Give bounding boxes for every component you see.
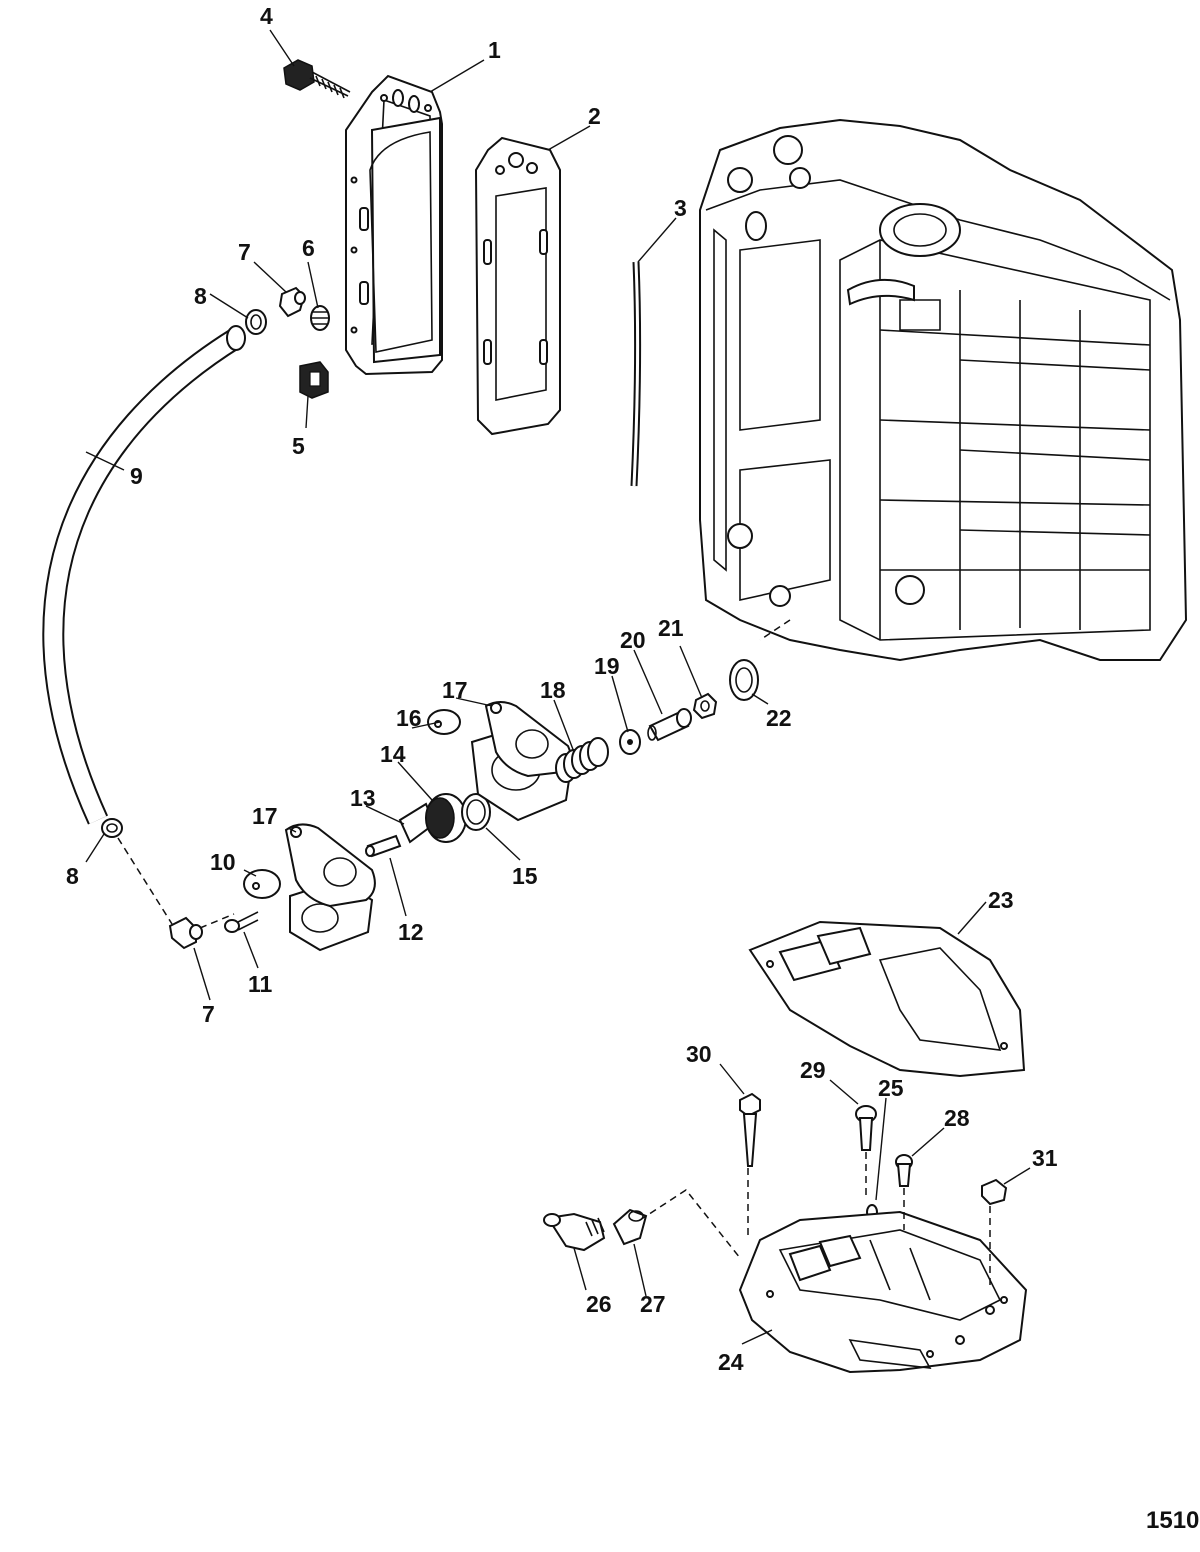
- callout-11: 11: [248, 971, 273, 997]
- part-29-bolt: [855, 1105, 877, 1151]
- callout-29: 29: [800, 1057, 826, 1083]
- callout-1: 1: [488, 37, 501, 63]
- callout-2: 2: [588, 103, 601, 129]
- part-8-clamp-lower: [101, 818, 123, 838]
- callout-24: 24: [718, 1349, 744, 1375]
- part-11-screw: [224, 911, 259, 933]
- callout-labels: 1 2 3 4 5 6 7 8 9 10 11 12 13 14 15 16 1…: [66, 3, 1058, 1375]
- callout-23: 23: [988, 887, 1014, 913]
- part-14-diaphragm: [425, 793, 467, 843]
- part-4-bolt: [283, 59, 351, 99]
- callout-20: 20: [620, 627, 646, 653]
- engine-block: [699, 118, 1188, 662]
- part-8-clamp-upper: [245, 309, 267, 335]
- leader-lines: [85, 29, 1031, 1345]
- part-9-hose: [42, 325, 246, 825]
- callout-31: 31: [1032, 1145, 1058, 1171]
- part-17-gasket-lower: [284, 823, 376, 908]
- callout-28: 28: [944, 1105, 970, 1131]
- part-12-pin: [365, 834, 402, 858]
- callout-14: 14: [380, 741, 406, 767]
- part-24-adapter-plate: [738, 1210, 1028, 1374]
- callout-5: 5: [292, 433, 305, 459]
- callout-6: 6: [302, 235, 315, 261]
- assembly-lines: [117, 619, 991, 1290]
- part-6-fitting: [310, 305, 330, 331]
- part-19-washer: [619, 729, 641, 755]
- callout-9: 9: [130, 463, 143, 489]
- part-30-bolt: [739, 1092, 761, 1167]
- part-15-washer: [461, 793, 491, 831]
- callout-16: 16: [396, 705, 422, 731]
- part-2-gasket: [474, 136, 561, 436]
- callout-17-lower: 17: [252, 803, 278, 829]
- part-10-cover: [243, 869, 281, 899]
- part-20-valve: [647, 708, 692, 742]
- callout-13: 13: [350, 785, 376, 811]
- part-21-nut: [692, 692, 718, 720]
- callout-26: 26: [586, 1291, 612, 1317]
- part-26-elbow: [543, 1212, 606, 1252]
- part-1-cover-plate: [345, 74, 443, 376]
- callout-7-upper: 7: [238, 239, 251, 265]
- part-23-gasket: [748, 920, 1026, 1078]
- figure-number: 1510: [1146, 1507, 1199, 1534]
- callout-8-lower: 8: [66, 863, 79, 889]
- callout-21: 21: [658, 615, 684, 641]
- callout-30: 30: [686, 1041, 712, 1067]
- part-7-elbow-upper: [278, 286, 306, 318]
- part-7-elbow-lower: [168, 916, 203, 950]
- callout-7-lower: 7: [202, 1001, 215, 1027]
- part-27-fitting: [612, 1208, 648, 1246]
- part-3-tube: [630, 261, 642, 487]
- callout-25: 25: [878, 1075, 904, 1101]
- callout-4: 4: [260, 3, 273, 29]
- callout-27: 27: [640, 1291, 666, 1317]
- callout-12: 12: [398, 919, 424, 945]
- callout-3: 3: [674, 195, 687, 221]
- part-31-nut: [981, 1178, 1008, 1206]
- callout-19: 19: [594, 653, 620, 679]
- callout-15: 15: [512, 863, 538, 889]
- part-28-bolt: [895, 1154, 913, 1187]
- callout-22: 22: [766, 705, 792, 731]
- part-5-clip: [299, 361, 329, 399]
- callout-8-upper: 8: [194, 283, 207, 309]
- callout-10: 10: [210, 849, 236, 875]
- callout-18: 18: [540, 677, 566, 703]
- callout-17-upper: 17: [442, 677, 468, 703]
- part-22-seal: [729, 659, 759, 701]
- part-18-spring: [555, 737, 609, 783]
